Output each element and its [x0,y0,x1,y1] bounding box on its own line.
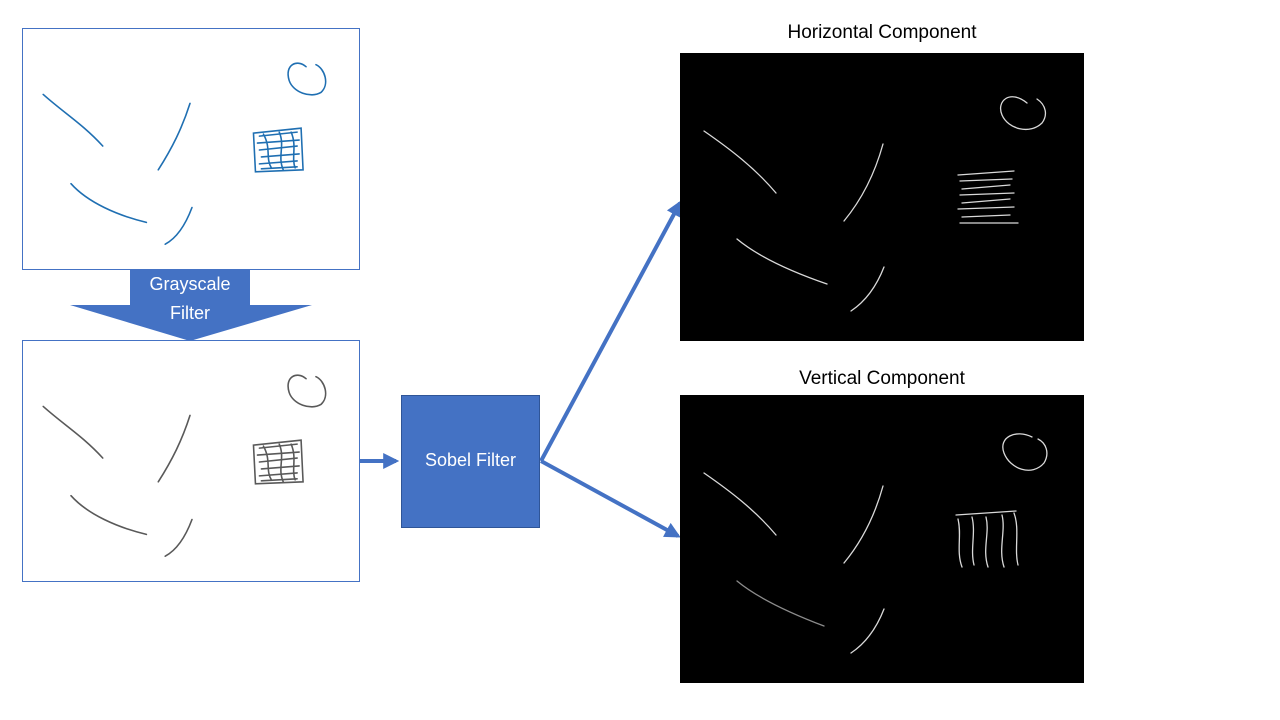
grayscale-label-line1: Grayscale [149,274,231,294]
sobel-filter-label: Sobel Filter [424,450,517,470]
horizontal-component-panel [680,53,1084,341]
grayscale-sketch [42,374,327,557]
original-image-panel [22,28,360,270]
horizontal-component-title: Horizontal Component [787,22,977,43]
grayscale-filter-label: Grayscale Filter [130,270,250,328]
vertical-edges [703,433,1048,654]
sobel-filter-box: Sobel Filter [401,395,540,528]
grayscale-image-panel [22,340,360,582]
horizontal-edges [703,96,1047,312]
vertical-component-title: Vertical Component [799,368,965,389]
vertical-component-panel [680,395,1084,683]
original-sketch [42,62,327,245]
grayscale-label-line2: Filter [170,303,210,323]
arrow-to-vertical [540,459,681,538]
arrow-to-horizontal [539,200,682,462]
